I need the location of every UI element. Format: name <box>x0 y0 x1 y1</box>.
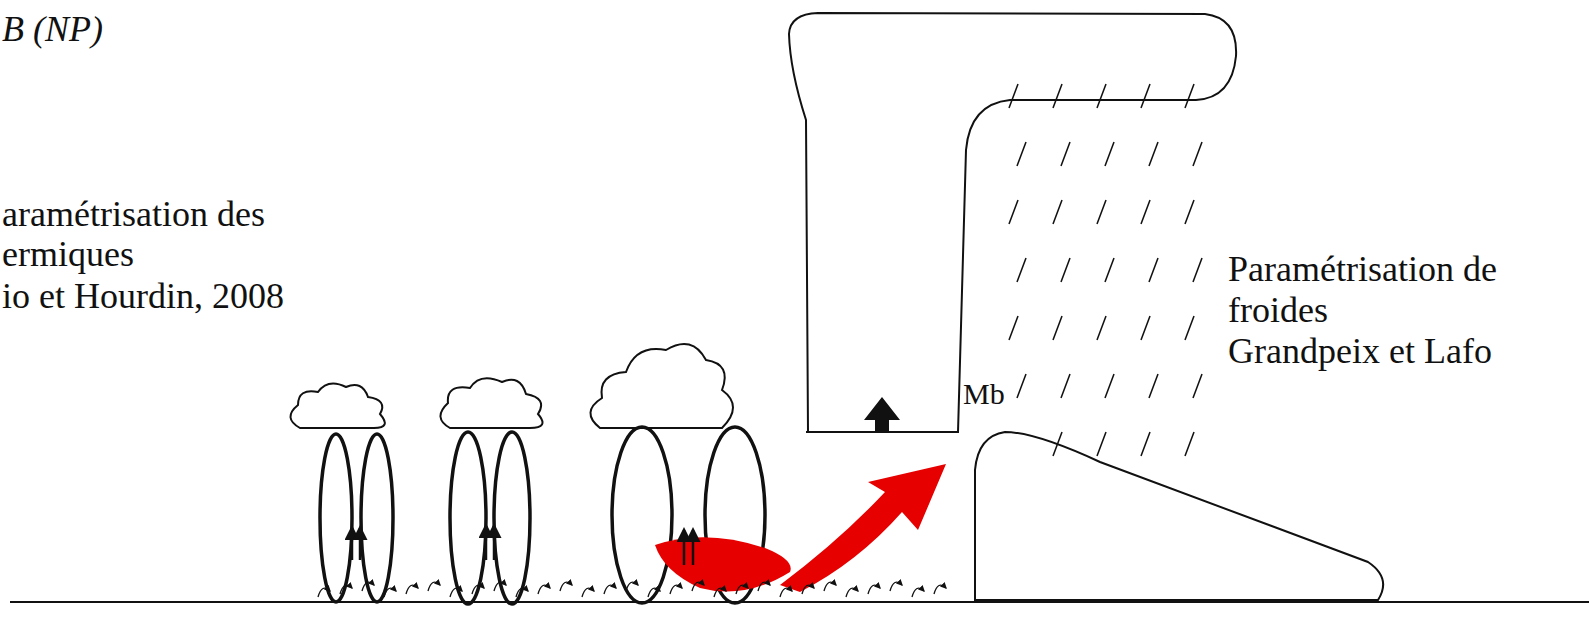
rain-streak <box>1009 84 1018 108</box>
eddy-arrow <box>406 585 418 594</box>
eddy-arrow <box>648 588 660 597</box>
rain-streak <box>1017 374 1026 398</box>
rain-streak <box>1053 200 1062 224</box>
rain-streak <box>1141 316 1150 340</box>
eddy-arrow <box>384 588 396 597</box>
caption-text: Paramétrisation de <box>1228 249 1497 290</box>
rain-streak <box>1061 142 1070 166</box>
cold-pool <box>975 432 1383 600</box>
rain-streaks <box>1009 84 1202 456</box>
eddy-arrow <box>560 582 572 591</box>
rain-streak <box>1061 258 1070 282</box>
rain-streak <box>1097 84 1106 108</box>
caption-text: io et Hourdin, 2008 <box>2 276 284 317</box>
eddy-arrow <box>318 588 330 597</box>
rain-streak <box>1149 374 1158 398</box>
rain-streak <box>1149 258 1158 282</box>
eddy-arrow <box>626 582 638 591</box>
rain-streak <box>1141 200 1150 224</box>
ground-line <box>10 601 1589 603</box>
flux-label: Mb <box>963 377 1005 412</box>
eddy-arrow <box>736 585 748 594</box>
rain-streak <box>1185 316 1194 340</box>
rain-streak <box>1149 142 1158 166</box>
eddy-arrow <box>890 582 902 591</box>
rain-streak <box>1185 432 1194 456</box>
eddy-arrow <box>362 582 374 591</box>
rain-streak <box>1009 200 1018 224</box>
rain-streak <box>1185 200 1194 224</box>
surface-eddies <box>318 582 946 597</box>
rain-streak <box>1097 200 1106 224</box>
rain-streak <box>1105 258 1114 282</box>
eddy-arrow <box>802 585 814 594</box>
eddy-arrow <box>604 585 616 594</box>
eddy-arrow <box>538 585 550 594</box>
rain-streak <box>1053 316 1062 340</box>
eddy-arrow <box>912 588 924 597</box>
rain-streak <box>1061 374 1070 398</box>
eddy-arrow <box>472 585 484 594</box>
rain-streak <box>1097 316 1106 340</box>
anvil-cloud <box>789 13 1236 432</box>
rain-streak <box>1141 432 1150 456</box>
eddy-arrow <box>934 585 946 594</box>
rain-streak <box>1105 374 1114 398</box>
caption-text: aramétrisation des <box>2 194 265 235</box>
rain-streak <box>1193 374 1202 398</box>
caption-text: Grandpeix et Lafo <box>1228 331 1492 372</box>
rain-streak <box>1009 316 1018 340</box>
red-flow-arrow <box>655 464 946 592</box>
caption-text: froides <box>1228 290 1328 331</box>
updraft-arrows <box>352 526 693 565</box>
eddy-arrow <box>582 588 594 597</box>
rain-streak <box>1017 258 1026 282</box>
caption-text: ermiques <box>2 234 134 275</box>
rain-streak <box>1185 84 1194 108</box>
mass-flux-arrow <box>864 397 900 432</box>
caption-text: B (NP) <box>2 9 103 50</box>
eddy-arrow <box>450 588 462 597</box>
eddy-arrow <box>494 582 506 591</box>
cumulus-clouds <box>290 344 733 428</box>
eddy-arrow <box>516 588 528 597</box>
eddy-arrow <box>780 588 792 597</box>
eddy-arrow <box>714 588 726 597</box>
eddy-arrow <box>670 585 682 594</box>
eddy-arrow <box>868 585 880 594</box>
rain-streak <box>1141 84 1150 108</box>
eddy-arrow <box>824 582 836 591</box>
rain-streak <box>1105 142 1114 166</box>
eddy-arrow <box>846 588 858 597</box>
eddy-arrow <box>340 585 352 594</box>
rain-streak <box>1053 432 1062 456</box>
rain-streak <box>1193 142 1202 166</box>
rain-streak <box>1017 142 1026 166</box>
eddy-arrow <box>428 582 440 591</box>
rain-streak <box>1097 432 1106 456</box>
rain-streak <box>1193 258 1202 282</box>
eddy-arrow <box>692 582 704 591</box>
rain-streak <box>1053 84 1062 108</box>
eddy-arrow <box>758 582 770 591</box>
